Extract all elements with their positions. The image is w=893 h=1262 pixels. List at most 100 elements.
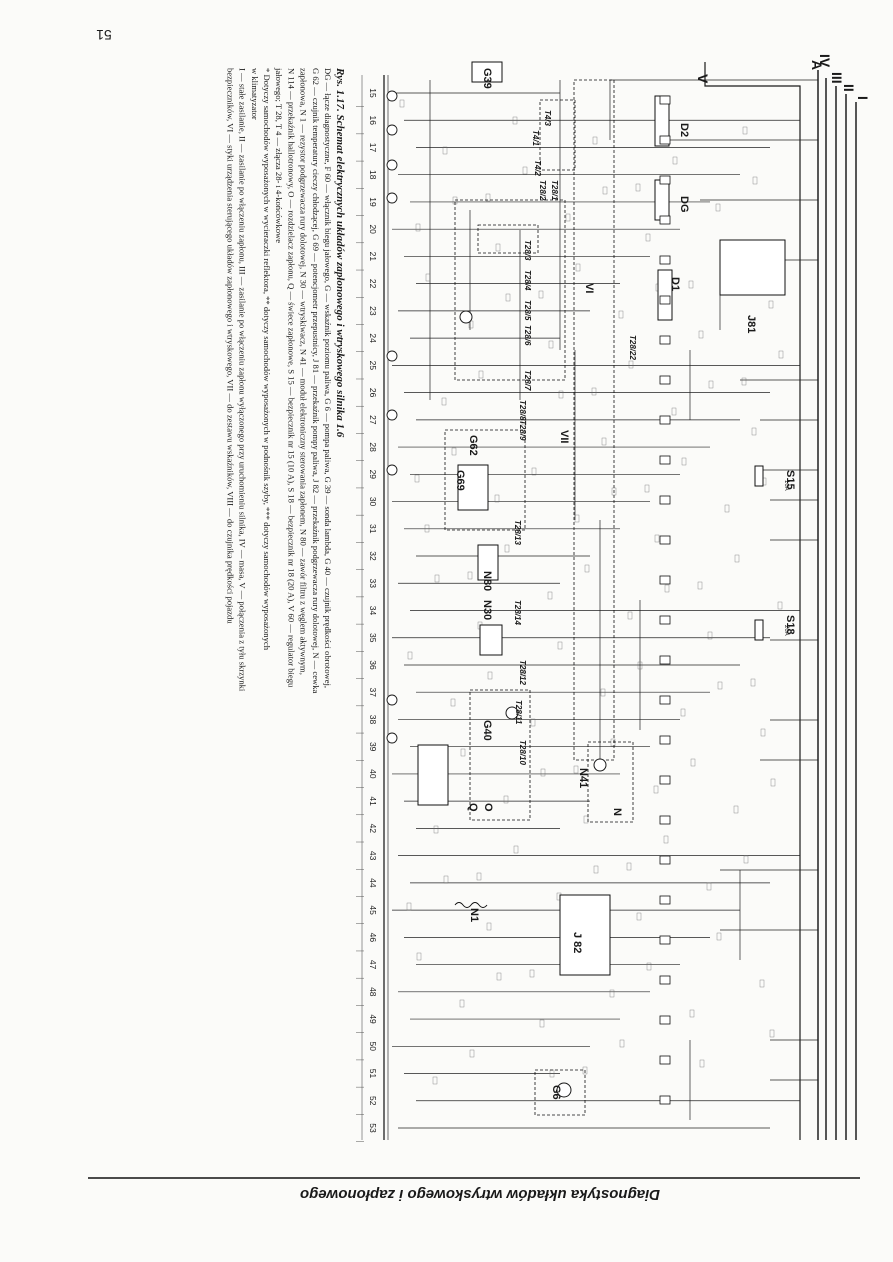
column-number: 40 (368, 769, 378, 779)
power-rails (704, 62, 857, 1140)
wire-marker (688, 280, 694, 289)
wire-marker (697, 581, 703, 590)
lambda-sensor-g39 (471, 61, 503, 83)
wire-marker (425, 273, 431, 282)
component-label-vi: VI (583, 283, 595, 293)
wire-marker (538, 290, 544, 299)
caption-line: zapłonowa, N 1 — rezystor podgrzewacza r… (299, 68, 309, 675)
sensor-group-block (454, 199, 566, 381)
wire-marker (416, 952, 422, 961)
component-label-s18: S18 (784, 615, 796, 635)
wire-marker (593, 865, 599, 874)
wire-marker (513, 845, 519, 854)
idle-switch-block (477, 224, 539, 254)
wire-marker (504, 544, 510, 553)
wire-marker (635, 183, 641, 192)
column-number: 31 (368, 524, 378, 534)
ground-point (386, 732, 398, 744)
wire-marker (565, 213, 571, 222)
caption-heading: Rys. 1.17. Schemat elektrycznych układów… (334, 67, 346, 438)
wire-marker (584, 564, 590, 573)
caption-line: jałowego; T 28, T 4 — złącza 28- i 4-koń… (274, 67, 284, 243)
column-number: 49 (368, 1014, 378, 1024)
components (386, 61, 786, 1116)
caption-line: I — stałe zasilanie, II — zasilanie po w… (238, 68, 248, 692)
footer-title: Diagnostyka układów wtryskowego i zapłon… (300, 1186, 660, 1203)
wire-marker (558, 390, 564, 399)
wire-marker (478, 370, 484, 379)
column-number: 50 (368, 1042, 378, 1052)
component-label-g39: G39 (481, 68, 493, 89)
fuse-s18 (754, 619, 764, 641)
n80-valve (477, 544, 499, 581)
wire-marker (503, 795, 509, 804)
wire-marker (717, 681, 723, 690)
wire-marker (671, 407, 677, 416)
wire-marker (496, 972, 502, 981)
wire-marker (654, 534, 660, 543)
wire-marker (591, 387, 597, 396)
column-number: 41 (368, 796, 378, 806)
wire-marker (407, 651, 413, 660)
diagram-frame (361, 75, 389, 1140)
wire-marker (450, 698, 456, 707)
fuse-rating-s18: 20A (783, 625, 789, 636)
ground-point (386, 464, 398, 476)
terminal-box (659, 175, 671, 185)
wire-marker (521, 417, 527, 426)
ground-point (386, 694, 398, 706)
wire-marker (505, 293, 511, 302)
ground-point (386, 350, 398, 362)
component-label-d2: D2 (678, 123, 690, 137)
column-number: 19 (368, 197, 378, 207)
column-number: 26 (368, 388, 378, 398)
column-number: 44 (368, 878, 378, 888)
n30-injector (479, 624, 503, 656)
rail-v-bracket (704, 62, 801, 1140)
wire-marker (414, 474, 420, 483)
component-label-n30: N30 (481, 600, 493, 620)
connector-label: T28/22 (628, 335, 637, 360)
wire-marker (689, 1009, 695, 1018)
wire-marker (530, 718, 536, 727)
connector-label: T28/10 (518, 740, 527, 765)
wire-marker (575, 263, 581, 272)
column-number: 39 (368, 742, 378, 752)
heater-resistor-n1 (454, 902, 488, 908)
spark-plugs-q (417, 744, 449, 806)
ground-point (386, 90, 398, 102)
wire-marker (759, 979, 765, 988)
component-label-n1: N1 (468, 908, 480, 922)
terminal-box (659, 975, 671, 985)
column-number: 20 (368, 224, 378, 234)
connector-label: T28/13 (513, 520, 522, 545)
ground-point (386, 124, 398, 136)
terminal-box (659, 815, 671, 825)
wire-marker (628, 360, 634, 369)
wire-marker (485, 193, 491, 202)
connector-label: T4/1 (531, 130, 540, 147)
wire-marker (742, 126, 748, 135)
wire-marker (698, 330, 704, 339)
wire-marker (441, 397, 447, 406)
wire-marker (768, 300, 774, 309)
column-number: 25 (368, 361, 378, 371)
control-unit-connector-strip (573, 79, 615, 761)
wire-marker (540, 768, 546, 777)
terminal-box (659, 935, 671, 945)
terminal-box (659, 495, 671, 505)
rail-label: IV (817, 54, 833, 68)
component-label-n80: N80 (481, 571, 493, 591)
column-number: 53 (368, 1123, 378, 1133)
page-number: 51 (96, 27, 112, 43)
wire-marker (690, 758, 696, 767)
wire-marker (610, 738, 616, 747)
wire-marker (734, 554, 740, 563)
column-number: 43 (368, 851, 378, 861)
wire-marker (415, 223, 421, 232)
component-label-g6: G6 (550, 1085, 562, 1100)
wire-marker (637, 661, 643, 670)
fuel-pump-g6-block (534, 1069, 586, 1116)
wire-marker (680, 708, 686, 717)
